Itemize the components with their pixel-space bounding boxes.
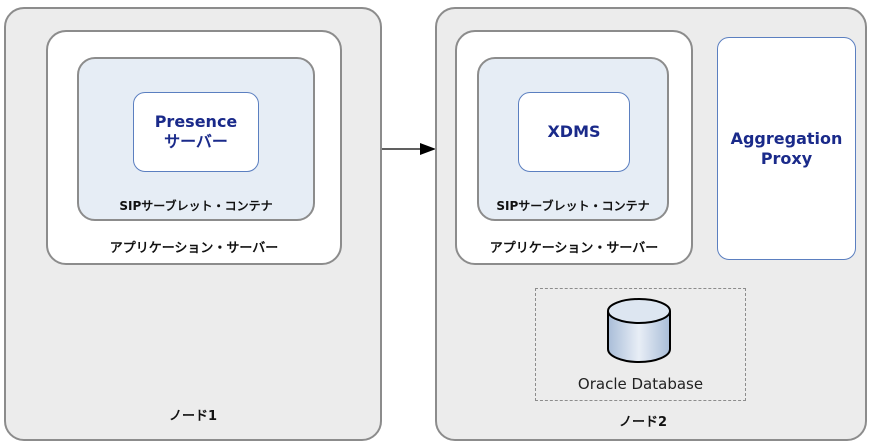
node1-label: ノード1 xyxy=(168,409,218,424)
aggregation-proxy-line2: Proxy xyxy=(760,148,813,168)
database-cylinder-icon xyxy=(607,298,671,363)
connector-arrow xyxy=(382,143,436,155)
aggregation-proxy-component: Aggregation Proxy xyxy=(717,37,856,260)
presence-server-component: Presence サーバー xyxy=(133,92,259,172)
presence-server-line1: Presence xyxy=(154,112,238,131)
presence-server-line2: サーバー xyxy=(164,132,228,151)
database-label: Oracle Database xyxy=(577,375,704,393)
database-box xyxy=(535,288,746,401)
node1-app-server-label: アプリケーション・サーバー xyxy=(109,241,279,256)
node1-sip-container-label: SIPサーブレット・コンテナ xyxy=(119,199,273,213)
node2-label: ノード2 xyxy=(618,415,668,430)
node2-app-server-label: アプリケーション・サーバー xyxy=(489,241,659,256)
xdms-label: XDMS xyxy=(547,122,601,141)
aggregation-proxy-line1: Aggregation xyxy=(730,128,843,148)
xdms-component: XDMS xyxy=(518,92,630,172)
node2-sip-container-label: SIPサーブレット・コンテナ xyxy=(496,199,650,213)
